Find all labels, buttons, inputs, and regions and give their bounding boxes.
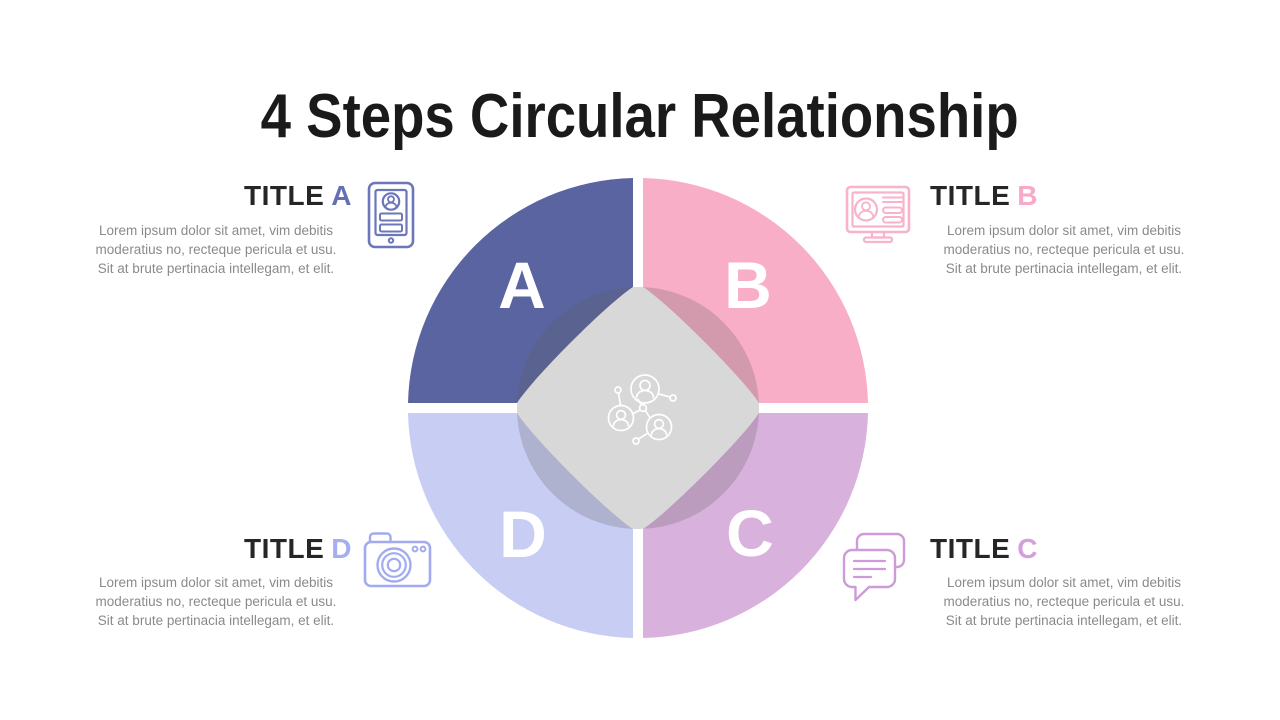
segment-d-label: D [499, 497, 547, 571]
page-title-text: 4 Steps Circular Relationship [261, 81, 1019, 151]
camera-icon [363, 532, 432, 588]
section-c-title-letter: C [1017, 533, 1038, 564]
body-line: moderatius no, recteque pericula et usu. [943, 593, 1185, 609]
section-c-body: Lorem ipsum dolor sit amet, vim debitis … [926, 574, 1202, 630]
segment-d [408, 413, 633, 638]
body-line: moderatius no, recteque pericula et usu. [95, 241, 337, 257]
tablet-contact-icon [367, 181, 415, 249]
section-d-title-word: TITLE [244, 533, 325, 564]
section-a-body: Lorem ipsum dolor sit amet, vim debitis … [78, 222, 354, 278]
section-b-body: Lorem ipsum dolor sit amet, vim debitis … [926, 222, 1202, 278]
body-line: Lorem ipsum dolor sit amet, vim debitis [98, 575, 334, 590]
body-line: Sit at brute pertinacia intellegam, et e… [945, 260, 1183, 276]
body-line: Sit at brute pertinacia intellegam, et e… [97, 612, 335, 628]
segment-c-label: C [726, 496, 774, 570]
segment-c [643, 413, 868, 638]
body-line: Lorem ipsum dolor sit amet, vim debitis [946, 223, 1182, 238]
section-d-title-letter: D [331, 533, 352, 564]
section-c-title-word: TITLE [930, 533, 1011, 564]
section-d-body: Lorem ipsum dolor sit amet, vim debitis … [78, 574, 354, 630]
segment-a-label: A [498, 248, 546, 322]
chat-bubbles-icon [842, 532, 906, 602]
people-network-icon [607, 374, 677, 445]
segment-b-label: B [724, 248, 772, 322]
body-line: Lorem ipsum dolor sit amet, vim debitis [98, 223, 334, 238]
segment-b [643, 178, 868, 403]
section-a-title-word: TITLE [244, 180, 325, 211]
body-line: Sit at brute pertinacia intellegam, et e… [97, 260, 335, 276]
segment-a [408, 178, 633, 403]
section-a-title-letter: A [331, 180, 352, 211]
body-line: Sit at brute pertinacia intellegam, et e… [945, 612, 1183, 628]
body-line: moderatius no, recteque pericula et usu. [943, 241, 1185, 257]
body-line: Lorem ipsum dolor sit amet, vim debitis [946, 575, 1182, 590]
body-line: moderatius no, recteque pericula et usu. [95, 593, 337, 609]
circular-relationship-diagram: A B C D [408, 178, 868, 638]
section-b-title-word: TITLE [930, 180, 1011, 211]
center-overlay-circle [517, 287, 759, 529]
monitor-profile-icon [845, 185, 911, 244]
section-b-title-letter: B [1017, 180, 1038, 211]
page-title: 4 Steps Circular Relationship [0, 81, 1280, 151]
